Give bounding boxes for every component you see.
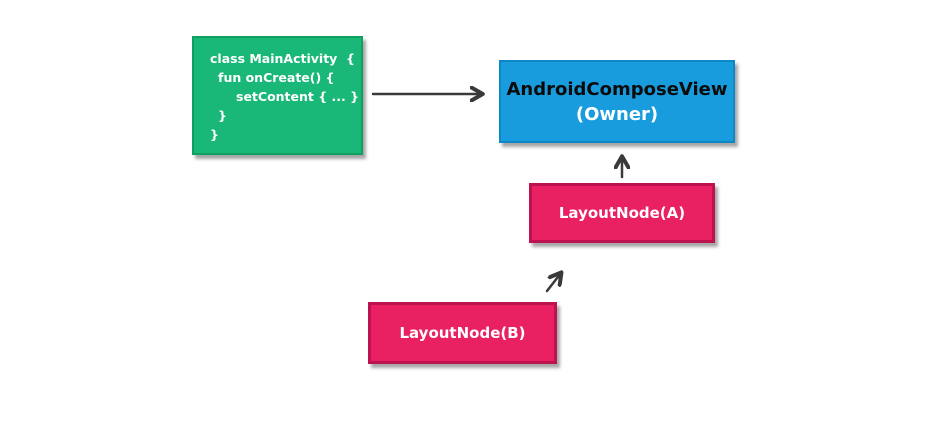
- arrow-layoutnode-b-to-layoutnode-a: [545, 273, 561, 293]
- layout-node-b-box: LayoutNode(B): [368, 302, 557, 364]
- android-compose-view-box: AndroidComposeView (Owner): [499, 60, 735, 143]
- code-line: }: [218, 108, 227, 123]
- layout-node-a-box: LayoutNode(A): [529, 183, 715, 243]
- android-compose-view-title: AndroidComposeView: [506, 78, 728, 100]
- code-line: setContent { ... }: [236, 89, 359, 104]
- code-line: class MainActivity {: [210, 51, 355, 66]
- code-line: }: [210, 127, 219, 142]
- owner-subtitle: (Owner): [575, 103, 659, 125]
- main-activity-code-box: class MainActivity { fun onCreate() { se…: [192, 36, 363, 155]
- code-line: fun onCreate() {: [218, 70, 335, 85]
- layout-node-a-label: LayoutNode(A): [558, 204, 686, 222]
- layout-node-b-label: LayoutNode(B): [399, 324, 526, 342]
